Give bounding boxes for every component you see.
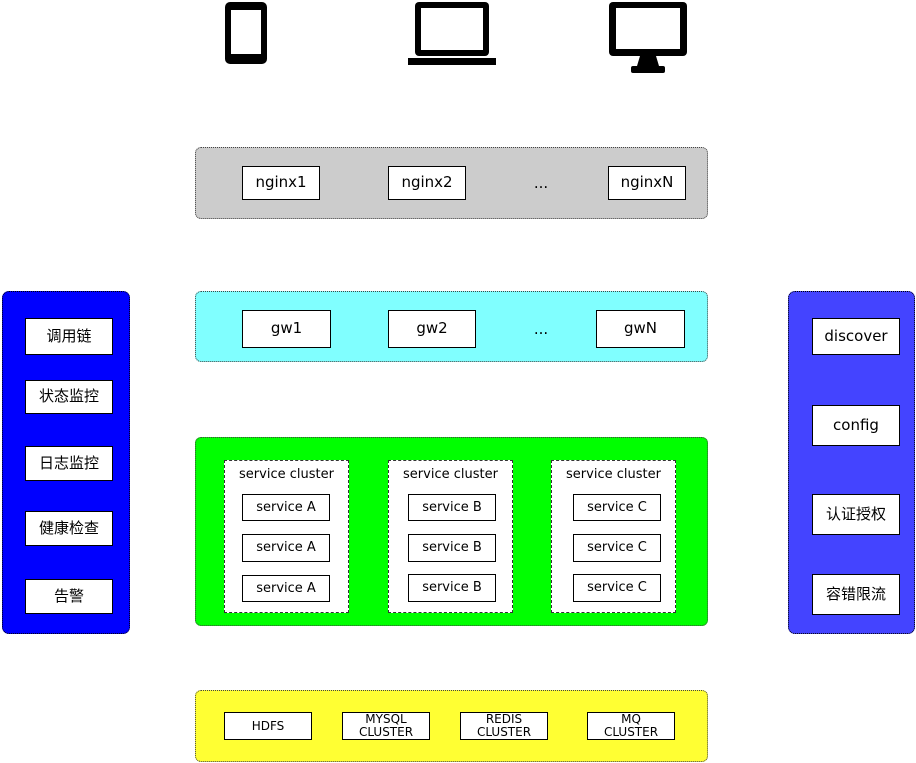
nginx-node-n: nginxN [608,166,686,200]
service-b-instance-1: service B [408,494,496,521]
laptop-icon [408,2,496,65]
nginx-node-1: nginx1 [242,166,320,200]
service-c-instance-2: service C [573,534,661,562]
monitoring-item-health-check: 健康检查 [25,511,113,546]
governance-item-discover: discover [812,318,900,355]
monitoring-item-tracing: 调用链 [25,318,113,355]
mobile-phone-icon [225,2,267,64]
monitoring-item-logs: 日志监控 [25,446,113,481]
nginx-ellipsis: ... [533,174,549,192]
governance-item-fault-tolerance: 容错限流 [812,574,900,615]
monitoring-item-alerts: 告警 [25,579,113,614]
service-a-instance-3: service A [242,575,330,602]
service-a-instance-2: service A [242,534,330,562]
gateway-ellipsis: ... [533,320,549,338]
service-b-instance-2: service B [408,534,496,562]
gateway-node-n: gwN [596,310,685,348]
service-cluster-title: service cluster [239,467,334,482]
service-c-instance-1: service C [573,494,661,521]
gateway-node-2: gw2 [388,310,476,348]
desktop-monitor-icon [609,2,687,73]
service-c-instance-3: service C [573,574,661,602]
service-a-instance-1: service A [242,494,330,521]
service-cluster-title: service cluster [403,467,498,482]
governance-item-auth: 认证授权 [812,494,900,535]
storage-mq-cluster: MQ CLUSTER [587,712,675,740]
nginx-node-2: nginx2 [388,166,466,200]
storage-redis-cluster: REDIS CLUSTER [460,712,548,740]
governance-item-config: config [812,405,900,446]
service-cluster-title: service cluster [566,467,661,482]
storage-mysql-cluster: MYSQL CLUSTER [342,712,430,740]
storage-hdfs: HDFS [224,712,312,740]
service-b-instance-3: service B [408,574,496,602]
monitoring-item-status: 状态监控 [25,380,113,414]
gateway-node-1: gw1 [242,310,331,348]
